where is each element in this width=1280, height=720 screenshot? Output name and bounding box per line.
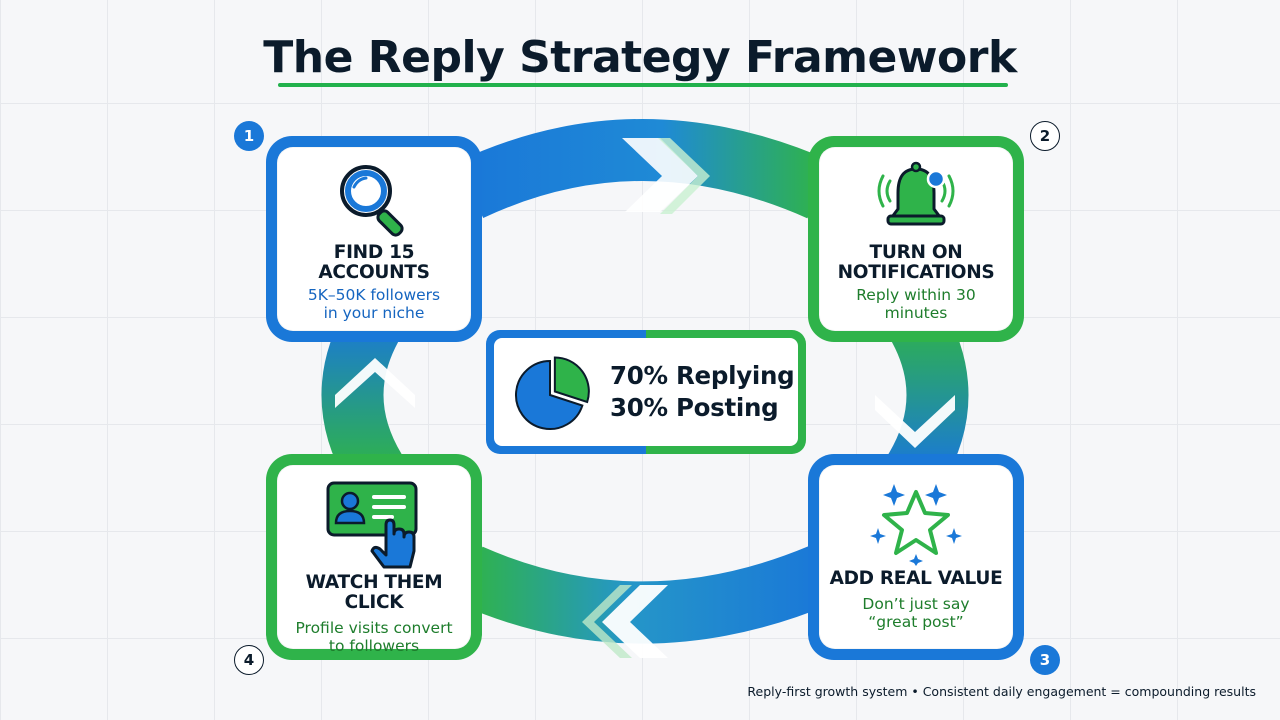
- title-underline: [278, 83, 1008, 87]
- step-number-3: 3: [1030, 645, 1060, 675]
- step-description: to followers: [328, 637, 420, 655]
- step-description: Profile visits convert: [295, 619, 453, 637]
- magnifying-glass-icon: [332, 157, 416, 241]
- arrow-up-icon: [335, 358, 415, 408]
- ratio-card: 70% Replying 30% Posting: [486, 330, 806, 454]
- step-title: TURN ON: [869, 242, 963, 263]
- step-title: FIND 15: [333, 242, 415, 263]
- step-card-watch-click: WATCH THEM CLICK Profile visits convert …: [266, 454, 482, 660]
- step-card-notifications: TURN ON NOTIFICATIONS Reply within 30 mi…: [808, 136, 1024, 342]
- step-card-add-value: ADD REAL VALUE Don’t just say “great pos…: [808, 454, 1024, 660]
- pie-slice-replying: [515, 359, 584, 430]
- cycle-arc-right: [887, 304, 969, 486]
- ratio-replying: 70% Replying: [610, 361, 795, 390]
- step-number-1: 1: [234, 121, 264, 151]
- footer-caption: Reply-first growth system • Consistent d…: [747, 684, 1256, 699]
- step-title: ADD REAL VALUE: [829, 568, 1003, 589]
- step-description: minutes: [884, 304, 948, 322]
- pie-slice-posting: [553, 356, 590, 404]
- step-description: Don’t just say: [862, 595, 970, 613]
- sparkle-star-icon: [870, 479, 962, 567]
- step-title: ACCOUNTS: [318, 262, 430, 283]
- step-title: NOTIFICATIONS: [837, 262, 995, 283]
- arrow-right-icon: [622, 138, 710, 214]
- ratio-posting: 30% Posting: [610, 393, 779, 422]
- profile-click-icon: [324, 479, 424, 571]
- notification-bell-icon: [874, 157, 958, 241]
- step-number-4: 4: [234, 645, 264, 675]
- step-description: “great post”: [868, 613, 964, 631]
- step-number-2: 2: [1030, 121, 1060, 151]
- pie-chart-icon: [515, 356, 590, 430]
- step-description: 5K–50K followers: [307, 286, 441, 304]
- step-description: in your niche: [323, 304, 425, 322]
- cycle-arc-bottom: [457, 546, 832, 644]
- step-title: WATCH THEM CLICK: [305, 572, 443, 613]
- page-title: The Reply Strategy Framework: [263, 32, 1017, 83]
- cycle-arc-left: [321, 304, 403, 486]
- step-card-find-accounts: FIND 15 ACCOUNTS 5K–50K followers in you…: [266, 136, 482, 342]
- arrow-left-icon: [582, 585, 668, 658]
- step-description: Reply within 30: [856, 286, 976, 304]
- arrow-down-icon: [875, 395, 955, 448]
